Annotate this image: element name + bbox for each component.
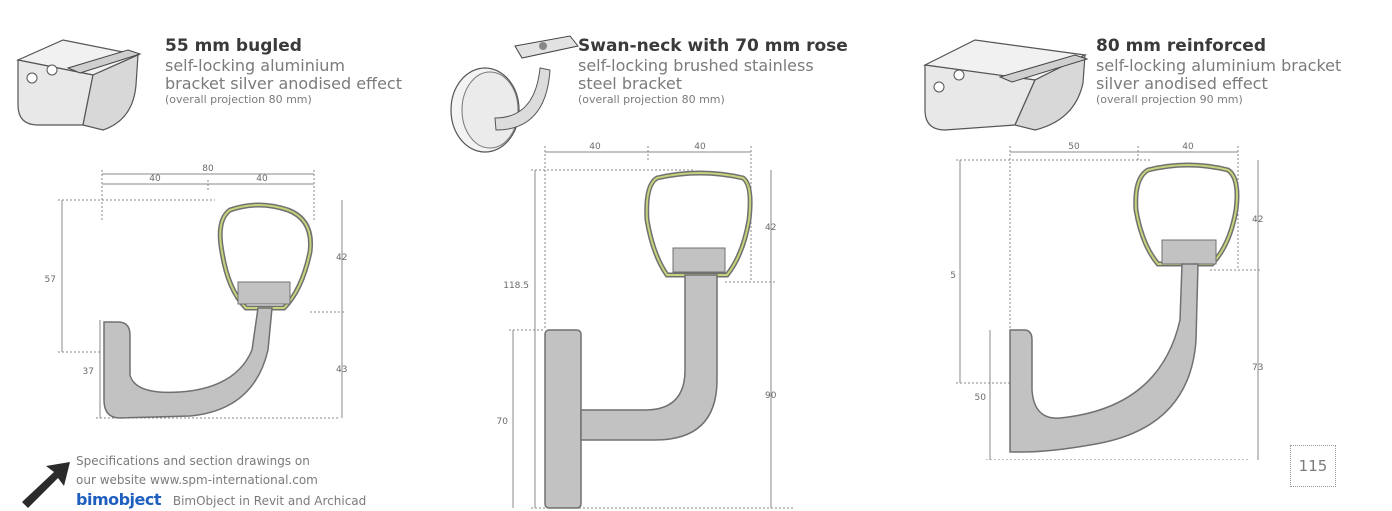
bracket-3d-bugled-image	[16, 39, 142, 131]
section-drawing-swan-neck: 40 40 118.5 70 42 90	[497, 142, 795, 509]
dim-label: 40	[256, 174, 268, 184]
product-panel-swan-neck: Swan-neck with 70 mm rose self-locking b…	[440, 0, 910, 510]
dim-label: 40	[694, 142, 706, 152]
page-number: 115	[1290, 445, 1336, 487]
product-description: self-locking aluminium bracket silver an…	[165, 56, 402, 107]
bracket-3d-reinforced-image	[922, 39, 1089, 131]
projection-note: (overall projection 90 mm)	[1096, 93, 1243, 106]
dim-label: 40	[1182, 142, 1194, 152]
bim-text: BimObject in Revit and Archicad	[172, 494, 367, 508]
product-panel-reinforced: 80 mm reinforced self-locking aluminium …	[900, 0, 1392, 510]
dim-label: 118.5	[503, 281, 529, 291]
description-line: self-locking brushed stainless	[578, 56, 814, 75]
arrow-icon	[22, 462, 70, 508]
dim-label: 90	[765, 391, 777, 401]
description-line: self-locking aluminium bracket	[1096, 56, 1342, 75]
description-line: steel bracket	[578, 74, 682, 93]
dim-label: 40	[149, 174, 161, 184]
dim-label: 43	[336, 365, 347, 375]
dim-label: 85	[950, 271, 956, 281]
dim-label: 50	[1068, 142, 1080, 152]
dim-label: 70	[497, 417, 509, 427]
website-note: Specifications and section drawings on o…	[76, 452, 366, 509]
product-panel-bugled: 55 mm bugled self-locking aluminium brac…	[0, 0, 460, 510]
footer-line: our website www.spm-international.com	[76, 473, 318, 487]
product-title: 55 mm bugled	[165, 36, 302, 56]
section-drawing-bugled: 80 40 40 57 37 42 43	[45, 164, 347, 419]
product-description: self-locking brushed stainless steel bra…	[578, 56, 814, 107]
projection-note: (overall projection 80 mm)	[578, 93, 725, 106]
product-description: self-locking aluminium bracket silver an…	[1096, 56, 1342, 107]
dim-label: 42	[765, 223, 776, 233]
description-line: self-locking aluminium	[165, 56, 346, 75]
dim-label: 37	[83, 367, 94, 377]
bim-line: bimobject BimObject in Revit and Archica…	[76, 490, 366, 509]
dim-label: 73	[1252, 363, 1263, 373]
product-title: Swan-neck with 70 mm rose	[578, 36, 848, 56]
dim-label: 42	[1252, 215, 1263, 225]
projection-note: (overall projection 80 mm)	[165, 93, 312, 106]
bracket-3d-swan-neck-image	[450, 35, 579, 153]
dim-label: 50	[975, 393, 987, 403]
bimobject-logo: bimobject	[76, 490, 162, 509]
dim-label: 80	[202, 164, 214, 174]
footer-line: Specifications and section drawings on	[76, 454, 310, 468]
section-drawing-reinforced: 50 40 85 50 42 73	[950, 142, 1263, 460]
description-line: bracket silver anodised effect	[165, 74, 402, 93]
description-line: silver anodised effect	[1096, 74, 1268, 93]
product-title: 80 mm reinforced	[1096, 36, 1266, 56]
dim-label: 57	[45, 275, 56, 285]
dim-label: 40	[589, 142, 601, 152]
dim-label: 42	[336, 253, 347, 263]
